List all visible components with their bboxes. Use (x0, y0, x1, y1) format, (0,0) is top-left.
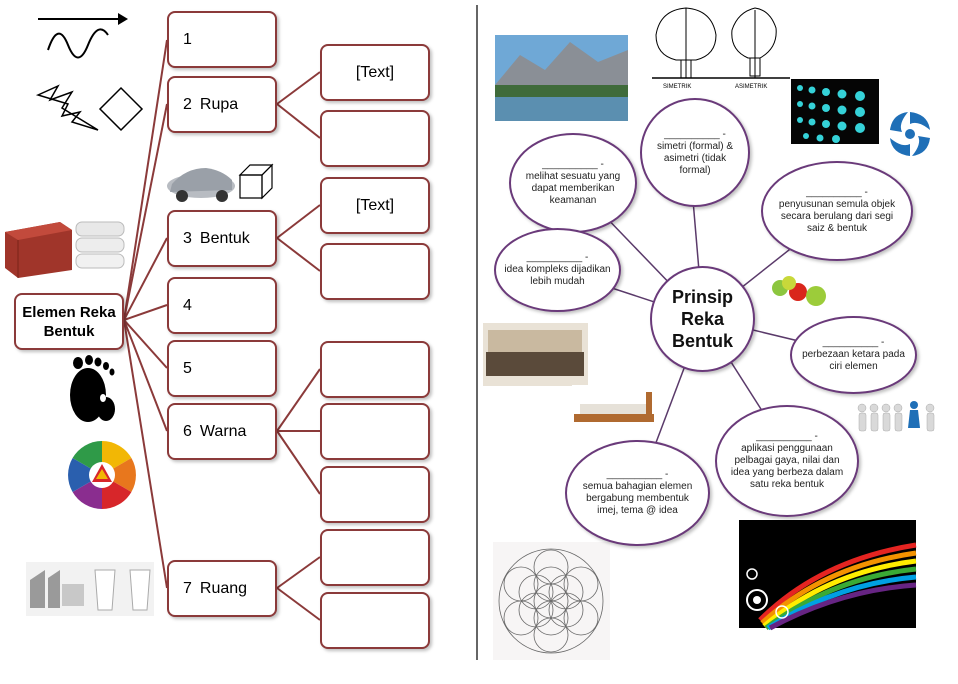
principle-bubble-5[interactable]: __________ - perbezaan ketara pada ciri … (790, 316, 917, 394)
principle-bubble-6[interactable]: __________ - aplikasi penggunaan pelbaga… (715, 405, 859, 517)
principle-bubble-2[interactable]: __________ - simetri (formal) & asimetri… (640, 98, 750, 207)
element-label: Rupa (199, 95, 239, 113)
element-box-2[interactable]: 2 Rupa (167, 76, 277, 133)
element-box-6[interactable]: 6 Warna (167, 403, 277, 460)
principle-bubble-7[interactable]: __________ - semua bahagian elemen berga… (565, 440, 710, 546)
principle-blank: __________ - (664, 128, 726, 140)
element-label: Ruang (199, 579, 248, 597)
bentuk-subbox-1[interactable]: [Text] (320, 177, 430, 234)
element-label: Bentuk (199, 229, 250, 247)
root-elemen-reka-bentuk: Elemen Reka Bentuk (14, 293, 124, 350)
tree-symmetry-icon (652, 7, 790, 79)
principle-text: penyusunan semula objek secara berulang … (778, 199, 896, 234)
bed-photo (483, 323, 656, 439)
ruang-subbox-1[interactable] (320, 529, 430, 586)
swirl-logo-icon (886, 110, 934, 158)
principle-blank: __________ - (756, 431, 818, 442)
symmetry-label-1: SIMETRIK (663, 84, 691, 90)
symmetry-label-2: ASIMETRIK (735, 84, 767, 90)
wave-icon (47, 28, 109, 59)
warna-subbox-2[interactable] (320, 403, 430, 460)
principle-bubble-3[interactable]: __________ - penyusunan semula objek sec… (761, 161, 913, 261)
principle-text: simetri (formal) & asimetri (tidak forma… (656, 140, 734, 176)
warna-subbox-1[interactable] (320, 341, 430, 398)
principle-text: idea kompleks dijadikan lebih mudah (504, 264, 611, 287)
flower-of-life-icon (493, 542, 610, 660)
principle-blank: __________ - (806, 187, 868, 198)
cube-icon (238, 163, 274, 200)
rupa-subbox-1[interactable]: [Text] (320, 44, 430, 101)
principle-text: perbezaan ketara pada ciri elemen (802, 349, 905, 372)
element-number: 2 (183, 95, 192, 113)
element-number: 5 (183, 359, 192, 377)
people-figures-icon (857, 401, 935, 432)
principle-blank: __________ - (822, 337, 885, 348)
principle-text: semua bahagian elemen bergabung membentu… (582, 481, 693, 516)
car-icon (167, 168, 235, 202)
element-number: 3 (183, 229, 192, 247)
element-number: 7 (183, 579, 192, 597)
zigzag-icon (35, 84, 99, 131)
apples-icon (772, 276, 826, 306)
element-box-5[interactable]: 5 (167, 340, 277, 397)
dots-pattern-icon (791, 79, 879, 144)
element-box-1[interactable]: 1 (167, 11, 277, 68)
mountain-photo (495, 35, 628, 121)
center-label: Prinsip Reka Bentuk (671, 287, 733, 351)
principle-bubble-4[interactable]: __________ - idea kompleks dijadikan leb… (494, 228, 621, 312)
footprint-icon (70, 355, 115, 422)
element-box-7[interactable]: 7 Ruang (167, 560, 277, 617)
towel-icon (75, 221, 125, 269)
element-label: Warna (199, 422, 247, 440)
principle-blank: __________ - (606, 469, 669, 480)
cups-icon (26, 562, 154, 616)
placeholder-text: [Text] (355, 196, 395, 214)
rupa-subbox-2[interactable] (320, 110, 430, 167)
warna-subbox-3[interactable] (320, 466, 430, 523)
placeholder-text: [Text] (355, 63, 395, 81)
principle-text: melihat sesuatu yang dapat memberikan ke… (525, 171, 621, 206)
element-box-3[interactable]: 3 Bentuk (167, 210, 277, 267)
ruang-subbox-2[interactable] (320, 592, 430, 649)
element-box-4[interactable]: 4 (167, 277, 277, 334)
diamond-icon (98, 86, 144, 132)
root-label: Elemen Reka Bentuk (22, 303, 116, 340)
principle-blank: __________ - (542, 159, 604, 170)
element-number: 6 (183, 422, 192, 440)
center-bubble: Prinsip Reka Bentuk (650, 266, 755, 372)
color-wheel-icon (68, 441, 136, 509)
rainbow-graphic-icon (739, 520, 917, 631)
principle-blank: __________ - (526, 252, 589, 263)
arrow-line-icon (38, 13, 128, 25)
element-number: 4 (183, 296, 192, 314)
principle-text: aplikasi penggunaan pelbagai gaya, nilai… (730, 443, 844, 490)
brick-icon (5, 222, 72, 278)
element-number: 1 (183, 30, 192, 48)
bentuk-subbox-2[interactable] (320, 243, 430, 300)
principle-bubble-1[interactable]: __________ - melihat sesuatu yang dapat … (509, 133, 637, 233)
